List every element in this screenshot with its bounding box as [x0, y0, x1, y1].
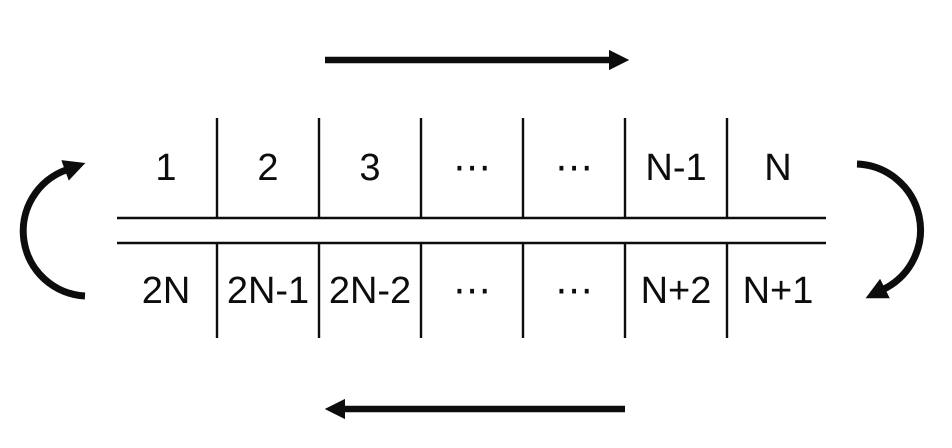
bottom-cell-ellipsis: ⋯: [453, 269, 491, 312]
track-lines: [117, 216, 826, 245]
bottom-cell: N+1: [742, 269, 814, 312]
top-cell-ellipsis: ⋯: [555, 147, 593, 189]
bottom-row-dividers: [215, 243, 729, 338]
bottom-cell: 2N-1: [226, 269, 310, 312]
top-cell: 2: [257, 147, 279, 189]
top-cell: N-1: [645, 147, 707, 189]
top-cell-ellipsis: ⋯: [453, 147, 491, 189]
bottom-cell-ellipsis: ⋯: [555, 269, 593, 312]
bottom-cell: N+2: [640, 269, 712, 312]
bottom-cell: 2N: [141, 269, 191, 312]
top-row-dividers: [215, 118, 729, 218]
bottom-cell: 2N-2: [328, 269, 412, 312]
top-cell: 1: [155, 147, 177, 189]
curved-arrow-up-icon: [19, 160, 86, 300]
curved-arrow-down-icon: [856, 160, 925, 299]
top-cell: N: [764, 147, 792, 189]
bottom-cell-row: 2N 2N-1 2N-2 ⋯ ⋯ N+2 N+1: [115, 243, 829, 338]
top-cell: 3: [359, 147, 381, 189]
top-cell-row: 1 2 3 ⋯ ⋯ N-1 N: [115, 118, 829, 218]
